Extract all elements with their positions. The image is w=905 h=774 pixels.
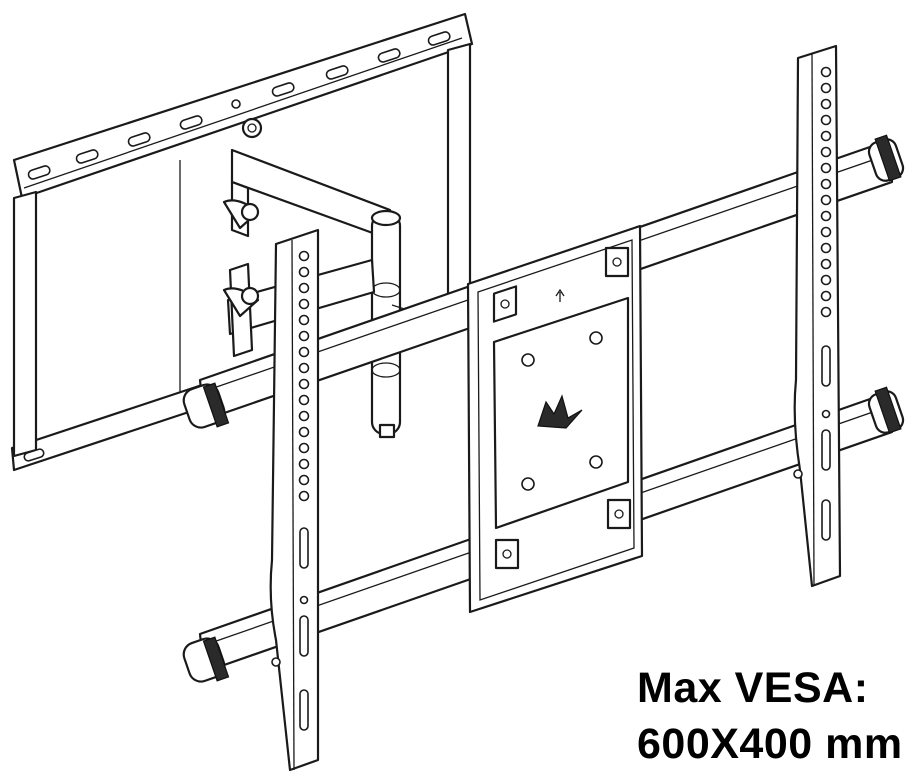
right-bracket-holes	[793, 66, 832, 541]
center-vesa-plate	[466, 224, 644, 614]
caption-line-2: 600X400 mm	[637, 720, 903, 768]
wall-plate-slots	[23, 31, 451, 462]
wall-plate	[10, 12, 474, 472]
rail-end-caps	[182, 134, 905, 683]
left-vertical-bracket	[269, 228, 320, 772]
caption-line-1: Max VESA:	[637, 664, 869, 712]
right-vertical-bracket	[793, 44, 842, 588]
max-vesa-caption: Max VESA: 600X400 mm	[637, 660, 905, 772]
left-bracket-holes	[271, 250, 310, 731]
brand-m-logo-icon	[537, 394, 583, 429]
